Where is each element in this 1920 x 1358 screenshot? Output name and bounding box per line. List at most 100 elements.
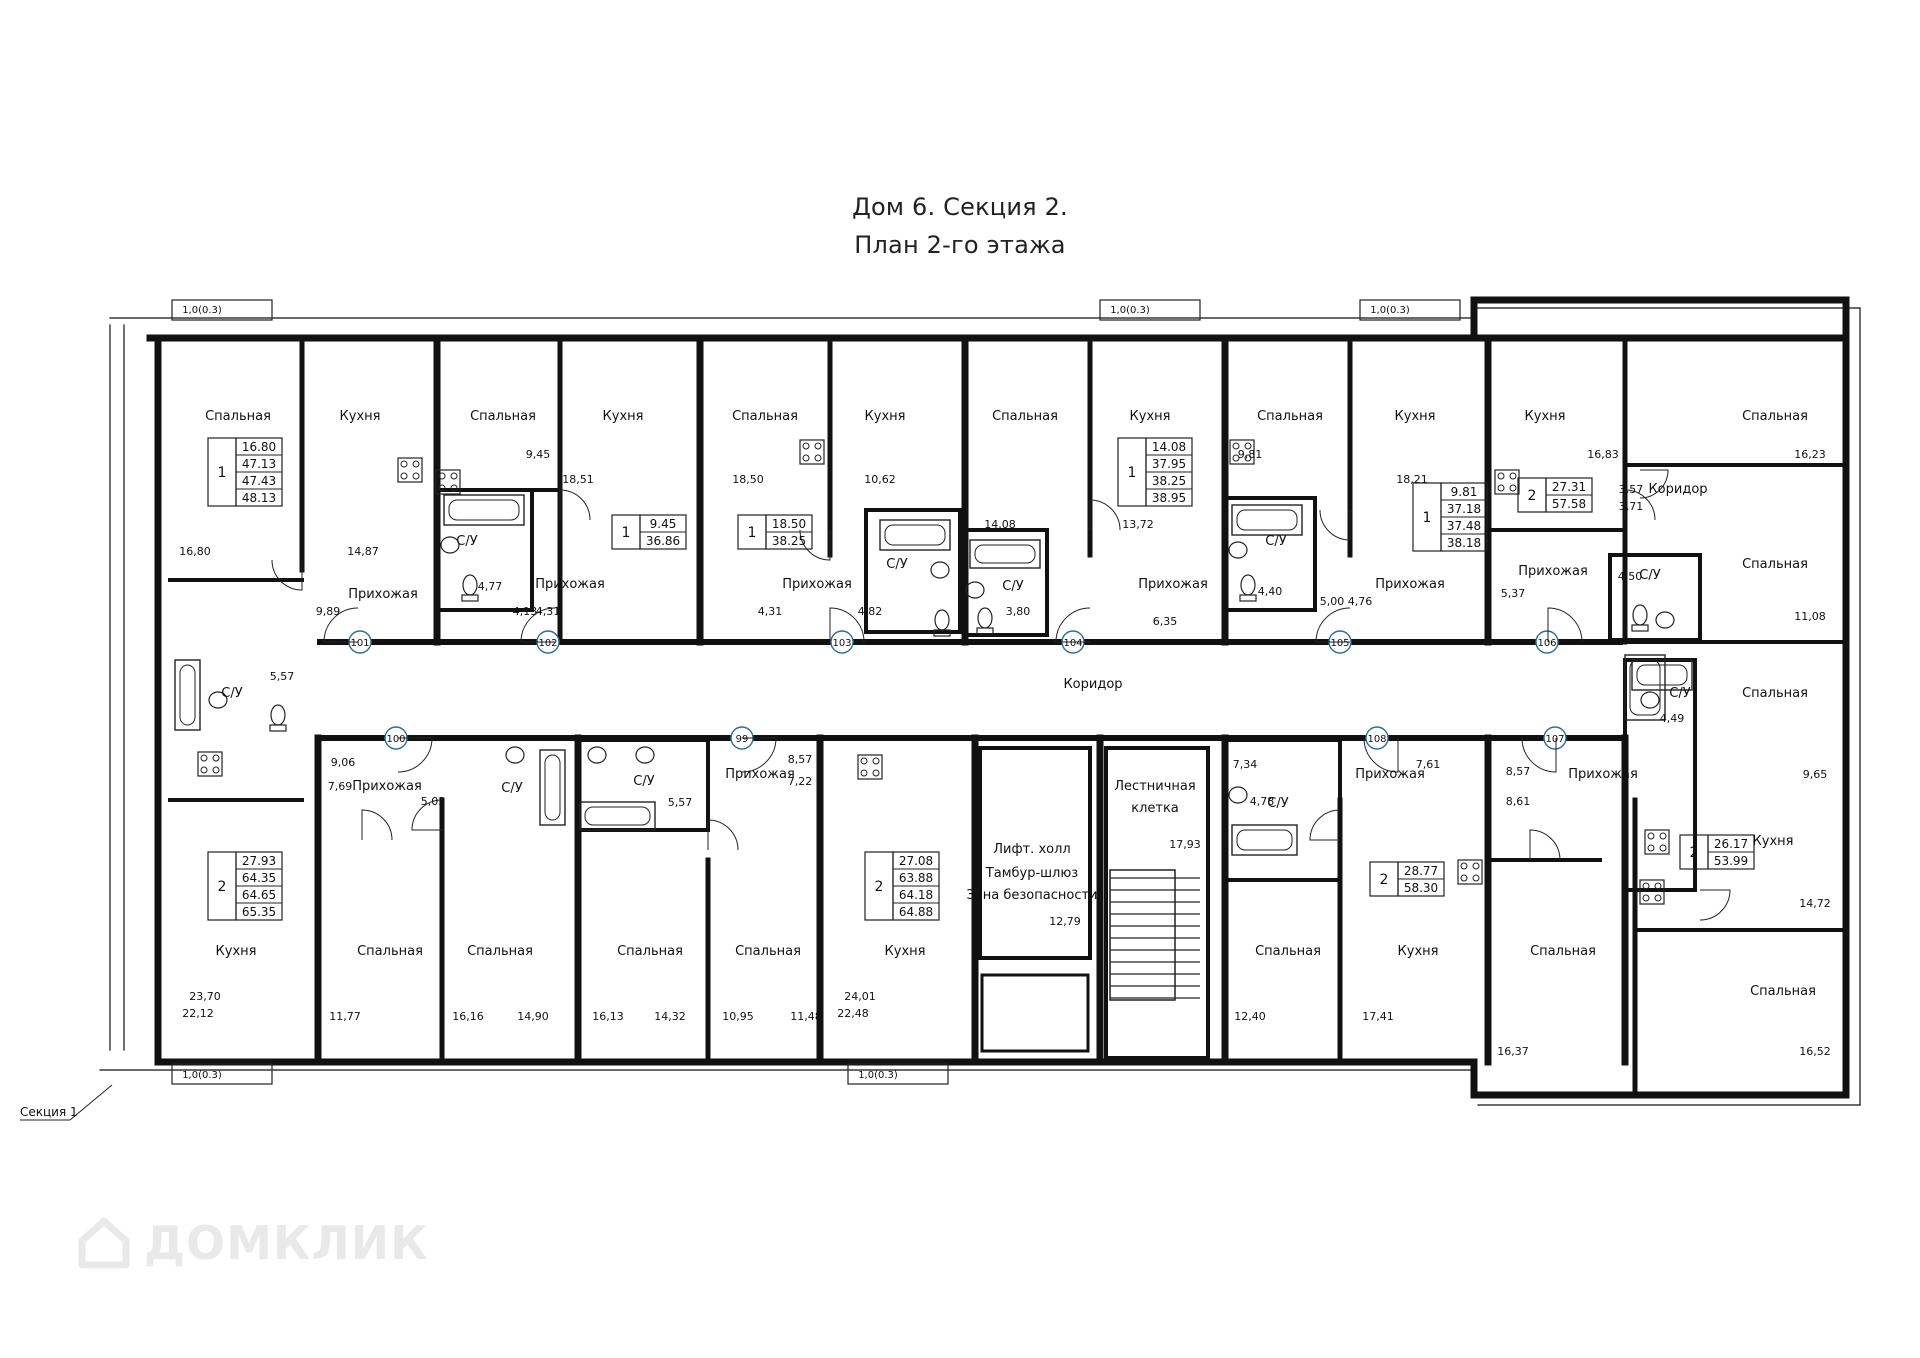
- bathtub: [174, 659, 201, 731]
- door-swing: [411, 799, 443, 831]
- apartment-number: 99: [736, 734, 749, 745]
- stove: [1457, 859, 1483, 885]
- room-area: 18,51: [562, 473, 594, 486]
- room-area: 9,06: [331, 756, 356, 769]
- room-area: 16,52: [1799, 1045, 1831, 1058]
- room-area: 18,50: [732, 473, 764, 486]
- balcony-label: 1,0(0.3): [182, 305, 222, 316]
- room-label: клетка: [1131, 801, 1179, 816]
- room-area: 16,80: [179, 545, 211, 558]
- toilet: [1240, 574, 1256, 596]
- burner: [450, 484, 458, 492]
- door-swing: [1529, 829, 1561, 861]
- sink: [587, 746, 607, 764]
- room-area: 24,01: [844, 990, 876, 1003]
- room-area: 3,80: [1006, 605, 1031, 618]
- apartment-104-area-value: 38.95: [1152, 491, 1186, 505]
- room-area: 7,61: [1416, 758, 1441, 771]
- burner: [438, 484, 446, 492]
- apartment-number: 105: [1330, 638, 1349, 649]
- room-label: С/У: [501, 781, 522, 796]
- room-label: Спальная: [992, 409, 1058, 424]
- apartment-100-area-value: 64.35: [242, 871, 276, 885]
- door-swing: [799, 529, 831, 561]
- room-area: 10,62: [864, 473, 896, 486]
- apartment-number: 108: [1367, 734, 1386, 745]
- room-area: 5,57: [270, 670, 295, 683]
- bathtub: [1631, 659, 1693, 691]
- sink: [440, 536, 460, 554]
- room-label: Прихожая: [1375, 577, 1445, 592]
- apartment-104-rooms: 1: [1128, 465, 1137, 481]
- room-label: Спальная: [205, 409, 271, 424]
- burner: [1472, 862, 1480, 870]
- room-area: 7,22: [788, 775, 813, 788]
- burner: [1509, 472, 1517, 480]
- room-label: Лифт. холл: [993, 842, 1070, 857]
- burner: [200, 766, 208, 774]
- room-area: 16,13: [592, 1010, 624, 1023]
- apartment-number: 104: [1063, 638, 1082, 649]
- room-area: 18,21: [1396, 473, 1428, 486]
- bathtub-basin: [974, 544, 1036, 564]
- apartment-number: 100: [386, 734, 405, 745]
- bathroom-104: [963, 528, 1049, 637]
- room-area: 11,77: [329, 1010, 361, 1023]
- burner: [1654, 882, 1662, 890]
- sink: [208, 691, 228, 709]
- stove: [1229, 439, 1255, 465]
- apartment-103-rooms: 1: [748, 525, 757, 541]
- stove: [857, 754, 883, 780]
- toilet-tank: [1631, 624, 1649, 632]
- apartment-104-area-value: 37.95: [1152, 457, 1186, 471]
- room-label: Кухня: [1130, 409, 1171, 424]
- room-area: 4,50: [1618, 570, 1643, 583]
- room-label: Тамбур-шлюз: [985, 866, 1079, 881]
- door-swing: [361, 809, 393, 841]
- bathtub: [539, 749, 566, 826]
- bathtub: [1231, 504, 1303, 536]
- balcony-label: 1,0(0.3): [1370, 305, 1410, 316]
- plan-title-line1: Дом 6. Секция 2.: [852, 193, 1068, 221]
- balcony-label: 1,0(0.3): [858, 1070, 898, 1081]
- stair-wall: [1104, 746, 1210, 1060]
- room-label: Кухня: [216, 944, 257, 959]
- room-area: 4,78: [1250, 795, 1275, 808]
- room-label: Спальная: [1742, 409, 1808, 424]
- room-label: Зона безопасности: [966, 888, 1097, 903]
- room-area: 3,71: [1619, 500, 1644, 513]
- room-area: 16,23: [1794, 448, 1826, 461]
- burner: [1232, 454, 1240, 462]
- apartment-number: 102: [538, 638, 557, 649]
- balcony: [171, 299, 273, 321]
- room-label: Лестничная: [1114, 779, 1195, 794]
- door-swing: [1315, 607, 1351, 643]
- burner: [1244, 454, 1252, 462]
- room-area: 22,12: [182, 1007, 214, 1020]
- room-area: 8,61: [1506, 795, 1531, 808]
- apartment-108-rooms: 2: [1380, 872, 1389, 888]
- apartment-101-area-value: 48.13: [242, 491, 276, 505]
- room-area: 14,72: [1799, 897, 1831, 910]
- room-area: 17,93: [1169, 838, 1201, 851]
- room-area: 5,57: [668, 796, 693, 809]
- burner: [814, 442, 822, 450]
- room-label: Спальная: [735, 944, 801, 959]
- room-area: 4,82: [858, 605, 883, 618]
- bathtub: [969, 539, 1041, 569]
- room-label: Кухня: [885, 944, 926, 959]
- balcony: [171, 1063, 273, 1085]
- room-area: 14,90: [517, 1010, 549, 1023]
- burner: [1497, 484, 1505, 492]
- door-swing: [1699, 889, 1731, 921]
- toilet: [934, 609, 950, 631]
- room-label: Коридор: [1063, 677, 1122, 692]
- apartment-number: 103: [832, 638, 851, 649]
- room-label: Спальная: [470, 409, 536, 424]
- bathtub: [1231, 824, 1298, 856]
- bathtub: [879, 519, 951, 551]
- room-label: Прихожая: [1355, 767, 1425, 782]
- room-area: 9,45: [526, 448, 551, 461]
- room-area: 9,65: [1803, 768, 1828, 781]
